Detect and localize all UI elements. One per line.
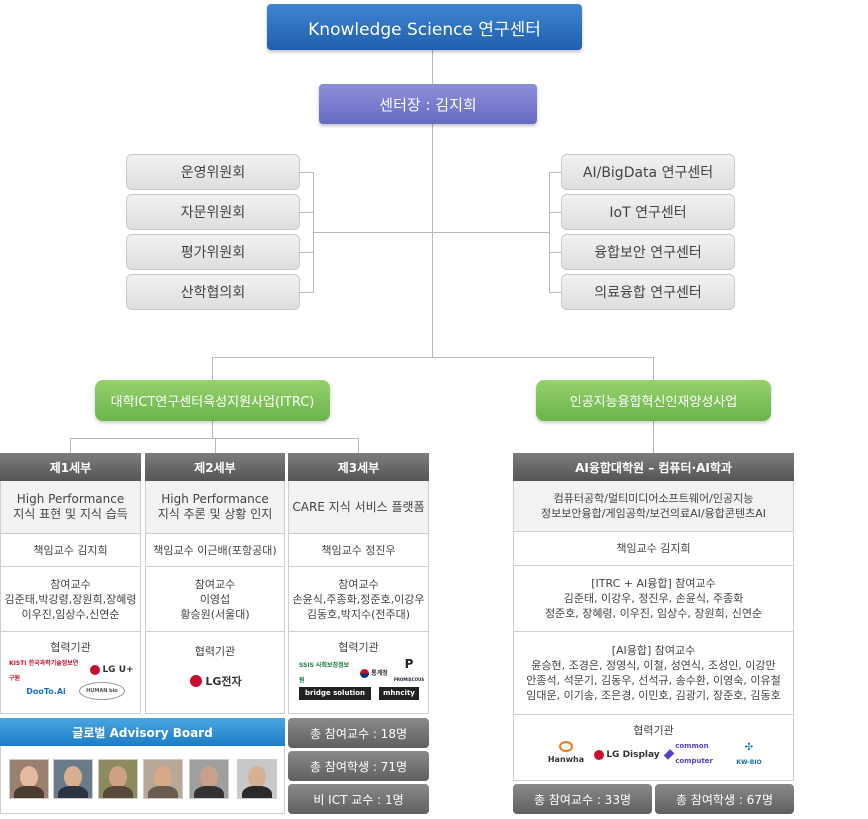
member-line: 이영섭 (199, 592, 231, 606)
ai-grad-ai-members: [AI융합] 참여교수 윤승현, 조경은, 정영식, 이철, 성연식, 조성인,… (513, 632, 794, 715)
center-security: 융합보안 연구센터 (561, 234, 735, 270)
topic-line: High Performance (16, 492, 125, 506)
promiscous-label: PROMISCOUS (393, 677, 425, 682)
committee-advisory: 자문위원회 (126, 194, 300, 230)
members-title: 참여교수 (194, 577, 236, 591)
statistics-logo: 통계청 (357, 666, 391, 680)
partners-title: 협력기관 (633, 724, 674, 737)
advisory-title: 글로벌 Advisory Board (0, 718, 285, 746)
kw-bio-logo: ✣KW-BIO (732, 742, 766, 767)
member-line: 안종석, 석문기, 김동우, 선석규, 송수환, 이영숙, 이유철 (526, 674, 781, 687)
member-line: 황승원(서울대) (180, 607, 250, 621)
director-box: 센터장 : 김지희 (319, 84, 537, 124)
member-line: 윤승현, 조경은, 정영식, 이철, 성연식, 조성인, 이강만 (531, 659, 776, 672)
center-iot: IoT 연구센터 (561, 194, 735, 230)
ai-total-students: 총 참여학생 : 67명 (655, 784, 794, 814)
advisor-photo (237, 759, 277, 799)
kisti-logo: KISTI 한국과학기술정보연구원 (9, 660, 79, 682)
program-itrc: 대학ICT연구센터육성지원사업(ITRC) (95, 380, 330, 421)
member-line: 김준태,박강령,장원희,장혜령 (4, 592, 137, 606)
member-line: 임대운, 이기송, 조은경, 이민호, 김광기, 장준호, 김동호 (526, 689, 781, 702)
member-line: 김준태, 이강우, 정진우, 손윤식, 주종화 (563, 592, 744, 605)
mhncity-logo: mhncity (379, 687, 419, 700)
lg-display-logo: LG Display (594, 747, 660, 763)
kw-bio-label: KW-BIO (736, 759, 762, 766)
hanwha-logo: Hanwha (544, 741, 588, 767)
advisor-photo (98, 759, 138, 799)
dept-line: 정보보안융합/게임공학/보건의료AI/융합콘텐츠AI (541, 507, 766, 520)
dooto-logo: DooTo.Ai (26, 686, 66, 696)
division-header: 제3세부 (288, 453, 429, 481)
center-medical: 의료융합 연구센터 (561, 274, 735, 310)
itrc-total-professors: 총 참여교수 : 18명 (288, 718, 429, 748)
advisory-board: 글로벌 Advisory Board (0, 718, 285, 814)
humanbio-logo: HUMAN bio (79, 682, 125, 700)
division-2: 제2세부 High Performance 지식 추론 및 상황 인지 책임교수… (145, 453, 285, 714)
ai-graduate-school: AI융합대학원 – 컴퓨터·AI학과 컴퓨터공학/멀티미디어소프트웨어/인공지능… (513, 453, 794, 781)
members-title: [ITRC + AI융합] 참여교수 (591, 577, 716, 590)
partners-title: 협력기관 (338, 641, 379, 654)
division-topic: High Performance 지식 표현 및 지식 습득 (0, 481, 141, 534)
ai-grad-partners: 협력기관 Hanwha LG Display common computer ✣… (513, 715, 794, 781)
members-title: 참여교수 (50, 577, 91, 591)
division-1: 제1세부 High Performance 지식 표현 및 지식 습득 책임교수… (0, 453, 141, 714)
common-computer-logo: common computer (663, 742, 726, 765)
division-3: 제3세부 CARE 지식 서비스 플랫폼 책임교수 정진우 참여교수 손윤식,주… (288, 453, 429, 714)
division-lead: 책임교수 정진우 (288, 534, 429, 567)
division-lead: 책임교수 이근배(포항공대) (145, 534, 285, 567)
member-line: 김동호,박지수(전주대) (306, 607, 411, 621)
ai-grad-lead: 책임교수 김지희 (513, 532, 794, 566)
ai-total-professors: 총 참여교수 : 33명 (513, 784, 652, 814)
statistics-label: 통계청 (371, 669, 388, 677)
dept-line: 컴퓨터공학/멀티미디어소프트웨어/인공지능 (553, 492, 754, 505)
advisor-photo (143, 759, 183, 799)
division-header: 제1세부 (0, 453, 141, 481)
committee-evaluation: 평가위원회 (126, 234, 300, 270)
committee-operation: 운영위원회 (126, 154, 300, 190)
hanwha-label: Hanwha (547, 755, 585, 764)
lg-display-label: LG Display (606, 749, 660, 760)
partners-title: 협력기관 (50, 641, 91, 654)
advisor-photo (9, 759, 49, 799)
committee-industry: 산학협의회 (126, 274, 300, 310)
topic-line: High Performance (161, 492, 269, 506)
program-ai: 인공지능융합혁신인재양성사업 (536, 380, 771, 421)
division-lead: 책임교수 김지희 (0, 534, 141, 567)
itrc-non-ict-professors: 비 ICT 교수 : 1명 (288, 784, 429, 814)
members-title: 참여교수 (338, 577, 379, 591)
topic-line: 지식 표현 및 지식 습득 (13, 507, 128, 521)
member-line: 이우진,임상수,신연순 (21, 607, 120, 621)
advisor-photo (189, 759, 229, 799)
lgu-label: LG U+ (102, 664, 134, 675)
center-title: Knowledge Science 연구센터 (267, 4, 582, 50)
ssis-logo: SSIS 사회보장정보원 (299, 662, 350, 684)
members-title: [AI융합] 참여교수 (611, 644, 696, 657)
partners-title: 협력기관 (194, 645, 236, 658)
itrc-total-students: 총 참여학생 : 71명 (288, 751, 429, 781)
division-partners: 협력기관 LG전자 (145, 632, 285, 714)
member-line: 손윤식,주종화,정준호,이강우 (292, 592, 425, 606)
lg-label: LG전자 (205, 674, 242, 688)
bridge-solution-logo: bridge solution (299, 687, 371, 700)
division-members: 참여교수 이영섭 황승원(서울대) (145, 567, 285, 632)
member-line: 정준호, 장혜령, 이우진, 임상수, 장원희, 신연순 (544, 607, 763, 620)
division-partners: 협력기관 KISTI 한국과학기술정보연구원 LG U+ DooTo.Ai HU… (0, 632, 141, 714)
center-ai-bigdata: AI/BigData 연구센터 (561, 154, 735, 190)
ai-grad-itrc-members: [ITRC + AI융합] 참여교수 김준태, 이강우, 정진우, 손윤식, 주… (513, 566, 794, 632)
division-header: 제2세부 (145, 453, 285, 481)
division-topic: High Performance 지식 추론 및 상황 인지 (145, 481, 285, 534)
lg-electronics-logo: LG전자 (186, 672, 246, 690)
division-members: 참여교수 김준태,박강령,장원희,장혜령 이우진,임상수,신연순 (0, 567, 141, 632)
ai-grad-header: AI융합대학원 – 컴퓨터·AI학과 (513, 453, 794, 481)
topic-line: 지식 추론 및 상황 인지 (157, 507, 273, 521)
advisor-photo (53, 759, 93, 799)
common-computer-label: common computer (675, 742, 714, 765)
division-members: 참여교수 손윤식,주종화,정준호,이강우 김동호,박지수(전주대) (288, 567, 429, 632)
division-topic: CARE 지식 서비스 플랫폼 (288, 481, 429, 534)
ai-grad-depts: 컴퓨터공학/멀티미디어소프트웨어/인공지능 정보보안융합/게임공학/보건의료AI… (513, 481, 794, 532)
lgu-logo: LG U+ (89, 662, 135, 678)
